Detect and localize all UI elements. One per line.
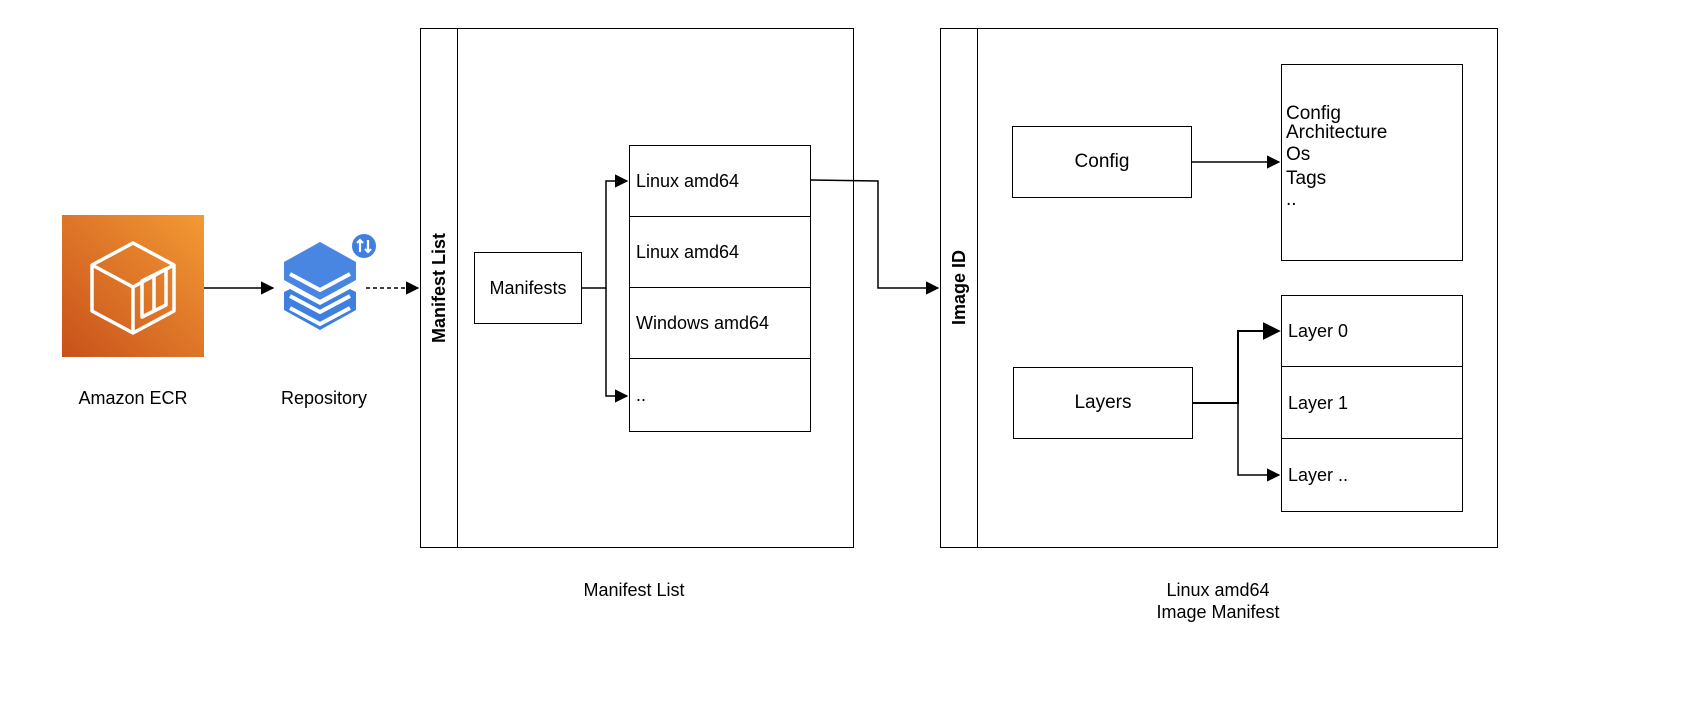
arrow-manifests-to-entry-3 [605,288,629,403]
manifest-entry: Linux amd64 [629,145,811,218]
manifest-entry: Linux amd64 [629,216,811,289]
config-box: Config [1012,126,1192,198]
layer-entry: Layer .. [1281,438,1463,512]
config-detail-item: .. [1286,189,1297,210]
config-detail-item: Os [1286,144,1311,165]
arrow-layers-to-layer-n [1237,403,1281,482]
arrow-manifests-to-entry-0 [582,174,629,289]
amazon-ecr-icon [62,215,204,357]
config-details-box: Config Architecture Os Tags .. [1281,64,1463,261]
manifest-entry: Windows amd64 [629,287,811,360]
repository-label: Repository [280,388,368,408]
layers-box: Layers [1013,367,1193,439]
manifest-entry: .. [629,358,811,432]
ecr-label: Amazon ECR [78,388,188,408]
image-id-title-band: Image ID [940,28,978,548]
config-detail-item: Config [1286,103,1341,124]
image-manifest-caption-line2: Image Manifest [1156,602,1280,622]
config-detail-item: Tags [1286,168,1327,189]
manifest-list-caption: Manifest List [583,580,685,600]
image-manifest-caption-line1: Linux amd64 [1166,580,1270,600]
arrow-entry-to-image-id [810,179,940,295]
arrow-layers-to-layer-0 [1193,322,1281,404]
image-manifest-caption: Linux amd64 Image Manifest [1118,579,1318,623]
repository-layers-icon [272,234,378,344]
manifest-list-title-band: Manifest List [420,28,458,548]
config-detail-item: Architecture [1286,122,1388,143]
manifests-box: Manifests [474,252,582,324]
